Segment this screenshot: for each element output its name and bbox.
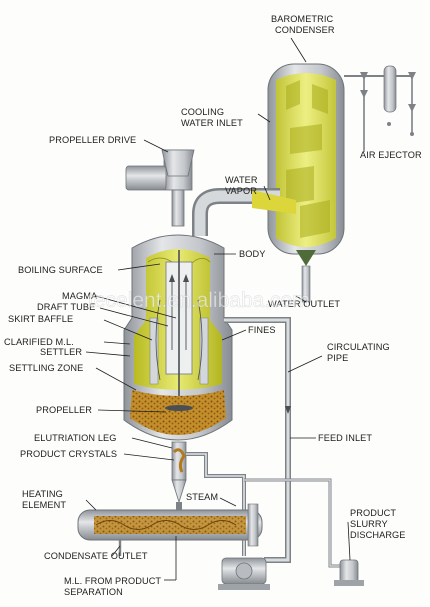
label-draft-tube: DRAFT TUBE xyxy=(37,302,95,312)
heating-element xyxy=(77,502,263,556)
air-ejector xyxy=(344,65,416,150)
label-feed-inlet: FEED INLET xyxy=(318,433,372,443)
label-barometric: BAROMETRIC xyxy=(271,14,334,24)
label-heating: HEATING xyxy=(22,489,63,499)
product-slurry-line xyxy=(244,478,364,586)
label-magma: MAGMA xyxy=(62,291,98,301)
barometric-condenser xyxy=(267,37,345,303)
label-condensate-outlet: CONDENSATE OUTLET xyxy=(44,551,148,561)
label-vapor: VAPOR xyxy=(225,186,257,196)
label-clarified-ml: CLARIFIED M.L. xyxy=(4,337,74,347)
label-pipe: PIPE xyxy=(327,353,348,363)
vapor-line xyxy=(192,188,296,236)
circulation-pump xyxy=(218,557,270,590)
label-body: BODY xyxy=(239,249,265,259)
leader-lines xyxy=(85,113,365,581)
label-water-outlet: WATER OUTLET xyxy=(268,299,340,309)
label-condenser: CONDENSER xyxy=(275,25,335,35)
label-product-crystals: PRODUCT CRYSTALS xyxy=(20,449,117,459)
label-elutriation-leg: ELUTRIATION LEG xyxy=(34,433,117,443)
label-boiling-surface: BOILING SURFACE xyxy=(18,265,103,275)
label-water-inlet: WATER INLET xyxy=(181,118,243,128)
label-discharge: DISCHARGE xyxy=(350,530,406,540)
label-ml-from-product: M.L. FROM PRODUCT xyxy=(64,576,161,586)
label-cooling: COOLING xyxy=(181,107,224,117)
label-circulating: CIRCULATING xyxy=(327,342,390,352)
label-fines: FINES xyxy=(248,325,276,335)
circulating-pipe xyxy=(186,317,291,563)
watermark: tecelent.en.alibaba.com xyxy=(88,289,310,312)
label-slurry: SLURRY xyxy=(350,519,388,529)
propeller-drive xyxy=(125,149,195,227)
label-water: WATER xyxy=(225,175,258,185)
label-element: ELEMENT xyxy=(22,500,66,510)
label-propeller-drive: PROPELLER DRIVE xyxy=(49,135,136,145)
label-steam: STEAM xyxy=(186,492,218,502)
label-skirt-baffle: SKIRT BAFFLE xyxy=(8,314,73,324)
label-product: PRODUCT xyxy=(350,508,396,518)
label-settling-zone: SETTLING ZONE xyxy=(9,363,83,373)
crystallizer-body xyxy=(123,234,233,504)
label-settler: SETTLER xyxy=(40,347,82,357)
label-separation: SEPARATION xyxy=(64,587,123,597)
label-air-ejector: AIR EJECTOR xyxy=(360,150,422,160)
labels: BAROMETRIC CONDENSER COOLING WATER INLET… xyxy=(4,14,422,597)
label-propeller: PROPELLER xyxy=(36,405,92,415)
